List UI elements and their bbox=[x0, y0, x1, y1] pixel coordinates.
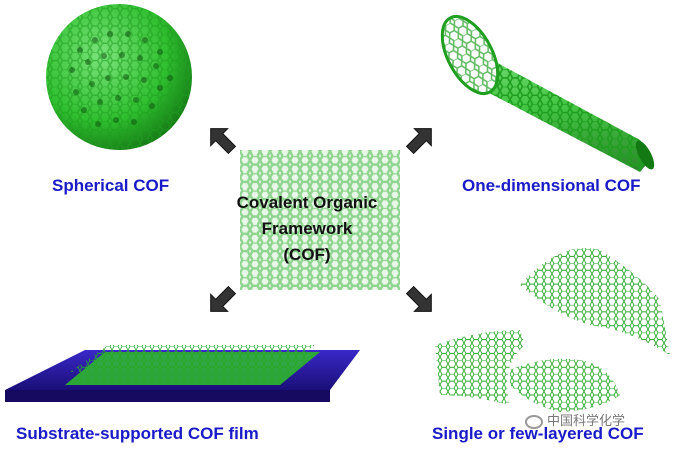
single-layered-cof-illustration bbox=[435, 248, 670, 412]
watermark-text: 中国科学化学 bbox=[547, 413, 625, 428]
arrow-to-single-layered-icon bbox=[402, 282, 440, 320]
center-label: Covalent Organic Framework (COF) bbox=[232, 190, 382, 268]
center-label-line2: Framework bbox=[232, 216, 382, 242]
center-label-line3: (COF) bbox=[232, 242, 382, 268]
center-label-line1: Covalent Organic bbox=[232, 190, 382, 216]
spherical-cof-illustration bbox=[46, 4, 192, 150]
one-dimensional-cof-label: One-dimensional COF bbox=[462, 176, 641, 196]
arrow-to-spherical-icon bbox=[202, 120, 240, 158]
spherical-cof-label: Spherical COF bbox=[52, 176, 169, 196]
substrate-supported-cof-label: Substrate-supported COF film bbox=[16, 424, 259, 444]
substrate-film-illustration bbox=[5, 345, 360, 402]
arrow-to-substrate-icon bbox=[202, 282, 240, 320]
wechat-icon bbox=[525, 415, 543, 429]
arrow-to-one-dimensional-icon bbox=[402, 120, 440, 158]
one-dimensional-cof-illustration bbox=[431, 8, 658, 172]
watermark: 中国科学化学 bbox=[525, 410, 625, 429]
